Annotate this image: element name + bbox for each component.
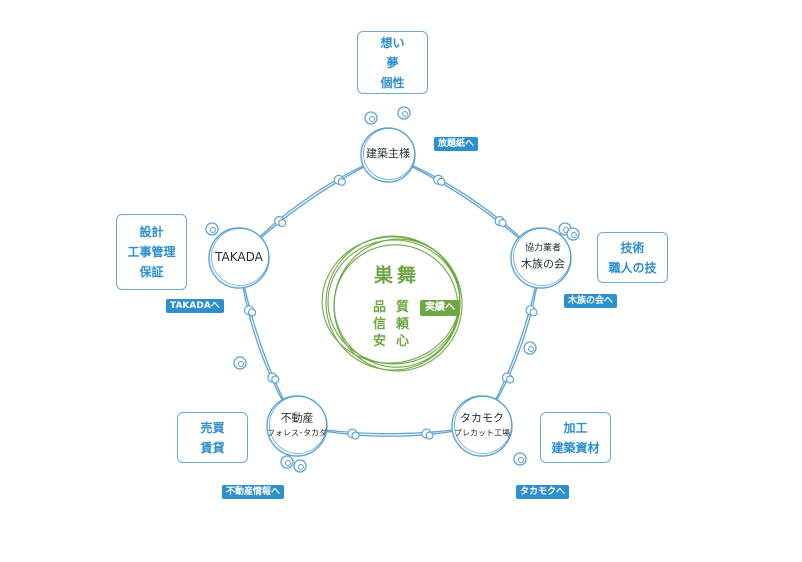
node-kibuzoku-circle [510,227,572,289]
curl-8 [293,459,307,473]
node-kibuzoku-line1: 協力業者 [524,243,561,254]
curl-10-inner [210,227,216,233]
curl-9-inner [238,361,244,367]
box-takamoku-item-2: 建築資材 [551,440,600,455]
node-takamoku-line2: プレカット工場 [454,428,510,438]
node-kibuzoku-line2: 木族の会 [521,257,565,271]
box-kibuzoku-item-2: 職人の技 [608,260,657,275]
curl-9 [233,356,247,370]
box-fudosan-item-1: 売買 [200,420,225,435]
node-kenchikunushi-label: 建築主様 [366,145,410,161]
node-kibuzoku-circle-inner [513,228,571,286]
ring-knot-5-1b [278,218,287,228]
center-word-6: 心 [396,334,410,349]
box-takada-item-2: 工事管理 [127,245,176,259]
box-kibuzoku: 技術 職人の技 [597,232,668,283]
node-takada-circle-inner [211,228,269,286]
link-kenchikunushi[interactable]: 放題紙へ [434,137,479,151]
node-fudosan-line2: フォレス･タカダ [267,428,327,438]
curl-2-inner [402,111,408,117]
curl-7-inner [285,460,291,466]
node-kibuzoku-label: 協力業者 木族の会 [521,241,565,272]
center-word-4: 頼 [396,317,410,332]
node-takamoku-circle-inner [454,396,512,454]
box-takamoku: 加工 建築資材 [540,412,611,463]
curl-6-inner [518,457,524,463]
box-fudosan: 売買 賃貸 [177,412,248,463]
curl-2 [397,106,411,120]
node-takada-line1: TAKADA [215,250,263,264]
node-kenchikunushi-line1: 建築主様 [366,147,410,160]
center-word-1: 品 [373,300,387,315]
ring-knot-3-1b [425,431,434,440]
node-kenchikunushi-circle [360,127,416,183]
node-fudosan-circle-inner [269,396,327,454]
link-takada[interactable]: TAKADAへ [166,299,224,313]
curl-5 [523,341,537,355]
curl-8-inner [298,464,304,470]
ring-knot-1-1b [437,177,446,186]
center-title: 巣舞 [373,264,421,287]
curl-5-inner [528,346,534,352]
center-word-3: 信 [373,317,387,332]
node-fudosan-circle [266,395,328,457]
center-word-2: 質 [396,300,410,315]
node-kenchikunushi-circle-inner [363,128,415,180]
node-takamoku-circle [451,395,513,457]
node-fudosan-label: 不動産 フォレス･タカダ [267,410,327,439]
curl-1-inner [369,116,375,122]
ring-knot-2-1b [529,308,538,317]
node-takamoku-line1: タカモク [460,411,504,425]
ring-knot-4-3b [247,308,257,317]
center-word-5: 安 [373,334,387,349]
center-ring-5 [325,235,461,371]
ring-knot-3-3b [351,431,360,440]
curl-4-inner [571,232,577,238]
box-takada-item-1: 設計 [139,225,164,239]
box-takamoku-item-1: 加工 [563,420,588,435]
node-takada-circle [208,227,270,289]
center-ring-4 [333,244,459,368]
link-fudosan[interactable]: 不動産情報へ [222,485,285,499]
curl-7 [280,455,294,469]
curl-1 [364,111,378,125]
box-takada-item-3: 保証 [139,265,164,279]
box-kenchikunushi-item-1: 想い [380,35,405,50]
box-kenchikunushi-item-2: 夢 [386,55,399,70]
curl-4 [566,227,580,241]
box-takada: 設計 工事管理 保証 [116,214,187,290]
node-takamoku-label: タカモク プレカット工場 [454,410,510,439]
curl-6 [513,452,527,466]
link-kibuzoku[interactable]: 木族の会へ [564,294,618,308]
box-kenchikunushi-item-3: 個性 [380,75,405,90]
box-fudosan-item-2: 賃貸 [200,440,225,455]
node-fudosan-line1: 不動産 [280,411,314,425]
ring-knot-4-1b [271,375,280,384]
curl-10 [205,222,219,236]
box-kibuzoku-item-1: 技術 [620,240,645,255]
ring-knot-5-3b [337,177,346,186]
ring-knot-2-3b [505,375,515,384]
ring-knot-1-3b [498,218,507,228]
results-link[interactable]: 実績へ [420,300,460,316]
box-kenchikunushi: 想い 夢 個性 [357,31,428,94]
node-takada-label: TAKADA [215,250,263,264]
link-takamoku[interactable]: タカモクへ [516,485,570,499]
